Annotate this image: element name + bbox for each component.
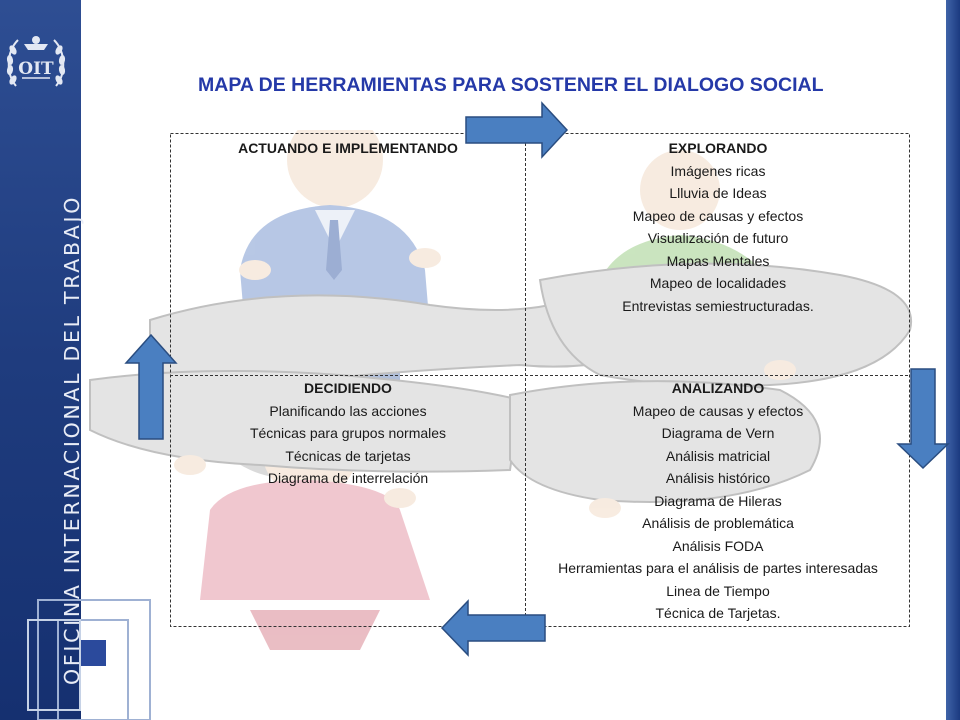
- list-item: Llluvia de Ideas: [669, 185, 767, 201]
- quadrant-heading: DECIDIENDO: [304, 380, 392, 396]
- oit-logo-icon: OIT: [6, 36, 66, 87]
- list-item: Análisis FODA: [672, 537, 764, 554]
- quadrant-heading: ACTUANDO E IMPLEMENTANDO: [238, 140, 458, 156]
- list-item: Herramientas para el análisis de partes …: [558, 560, 878, 576]
- list-item: Técnicas de tarjetas: [285, 447, 411, 464]
- quadrant-explorando: EXPLORANDO Imágenes ricas Llluvia de Ide…: [525, 137, 911, 317]
- list-item: Técnica de Tarjetas.: [655, 605, 781, 621]
- list-item: Diagrama de Vern: [661, 425, 775, 441]
- list-item: Mapas Mentales: [666, 252, 770, 269]
- list-item: Mapeo de causas y efectos: [632, 207, 804, 224]
- quadrant-heading: EXPLORANDO: [668, 140, 768, 156]
- list-item: Análisis histórico: [665, 470, 771, 486]
- list-item: Diagrama de Hileras: [654, 492, 782, 509]
- list-item: Técnicas para grupos normales: [249, 425, 447, 441]
- quadrant-heading: ANALIZANDO: [671, 380, 765, 396]
- list-item: Análisis matricial: [665, 447, 771, 464]
- background-illustration: [89, 130, 913, 650]
- list-item: Linea de Tiempo: [666, 582, 770, 599]
- list-item: Mapeo de causas y efectos: [632, 402, 804, 419]
- page-title: MAPA DE HERRAMIENTAS PARA SOSTENER EL DI…: [198, 74, 824, 96]
- quadrant-decidiendo: DECIDIENDO Planificando las acciones Téc…: [170, 377, 526, 490]
- list-item: Entrevistas semiestructuradas.: [622, 297, 814, 314]
- quadrant-actuando: ACTUANDO E IMPLEMENTANDO: [170, 137, 526, 160]
- list-item: Imágenes ricas: [670, 162, 766, 179]
- quadrant-analizando: ANALIZANDO Mapeo de causas y efectos Dia…: [525, 377, 911, 625]
- list-item: Diagrama de interrelación: [267, 470, 429, 486]
- list-item: Mapeo de localidades: [649, 275, 787, 291]
- decorative-squares: [27, 599, 151, 720]
- list-item: Planificando las acciones: [269, 402, 427, 419]
- logo-text: OIT: [18, 59, 54, 79]
- list-item: Visualización de futuro: [647, 230, 789, 246]
- list-item: Análisis de problemática: [642, 515, 794, 531]
- right-edge-bar: [946, 0, 960, 720]
